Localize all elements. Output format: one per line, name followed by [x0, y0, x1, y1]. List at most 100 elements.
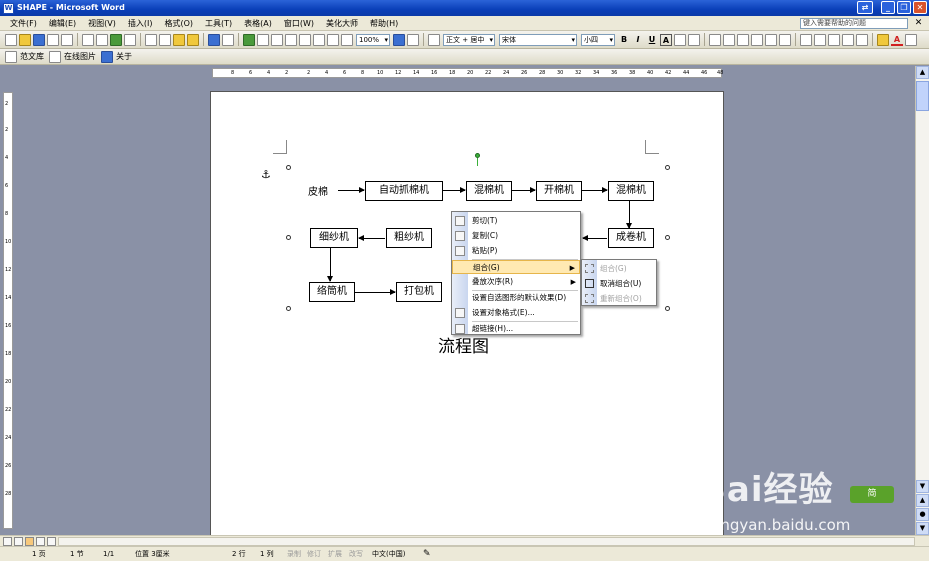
- menu-insert[interactable]: 插入(I): [127, 18, 153, 28]
- menu-item-paste[interactable]: 粘贴(P): [452, 244, 580, 258]
- menu-table[interactable]: 表格(A): [244, 18, 272, 28]
- flow-box[interactable]: 开棉机: [536, 181, 582, 201]
- zoom-select[interactable]: 100%: [356, 33, 390, 46]
- document-close-button[interactable]: ✕: [914, 18, 923, 28]
- read-mode-icon[interactable]: [407, 33, 419, 46]
- insert-table-icon[interactable]: [271, 33, 283, 46]
- next-page-icon[interactable]: ▼: [916, 522, 929, 535]
- resize-handle[interactable]: [665, 306, 670, 311]
- char-border-button[interactable]: A: [660, 33, 672, 46]
- flow-box[interactable]: 混棉机: [608, 181, 654, 201]
- menu-item-default-shape[interactable]: 设置自选图形的默认效果(D): [452, 291, 580, 305]
- flow-box[interactable]: 混棉机: [466, 181, 512, 201]
- research-icon[interactable]: [124, 33, 136, 46]
- online-image-icon[interactable]: [49, 50, 61, 63]
- outside-border-icon[interactable]: [856, 33, 868, 46]
- font-color-button[interactable]: A: [891, 34, 903, 46]
- menu-item-copy[interactable]: 复制(C): [452, 229, 580, 243]
- bluetooth-icon[interactable]: ⇄: [857, 1, 873, 14]
- align-center-icon[interactable]: [723, 33, 735, 46]
- tables-borders-icon[interactable]: [257, 33, 269, 46]
- select-browse-object-icon[interactable]: ●: [916, 508, 929, 521]
- menu-help[interactable]: 帮助(H): [370, 18, 399, 28]
- menu-window[interactable]: 窗口(W): [283, 18, 315, 28]
- increase-indent-icon[interactable]: [842, 33, 854, 46]
- flow-box[interactable]: 自动抓棉机: [365, 181, 443, 201]
- reading-view-icon[interactable]: [47, 536, 56, 546]
- char-shading-icon[interactable]: [674, 33, 686, 46]
- print-icon[interactable]: [82, 33, 94, 46]
- menu-format[interactable]: 格式(O): [164, 18, 194, 28]
- paste-icon[interactable]: [173, 33, 185, 46]
- menu-edit[interactable]: 编辑(E): [48, 18, 77, 28]
- flow-box[interactable]: 络筒机: [309, 282, 355, 302]
- line-spacing-icon[interactable]: [779, 33, 791, 46]
- resize-handle[interactable]: [665, 165, 670, 170]
- document-map-icon[interactable]: [327, 33, 339, 46]
- template-library-button[interactable]: 范文库: [20, 51, 44, 61]
- style-select[interactable]: 正文 + 居中: [443, 33, 495, 46]
- menu-item-group[interactable]: 组合(G)▶: [452, 260, 580, 274]
- maximize-button[interactable]: ❐: [897, 1, 911, 14]
- styles-formatting-icon[interactable]: [428, 33, 440, 46]
- redo-icon[interactable]: [222, 33, 234, 46]
- resize-handle[interactable]: [286, 306, 291, 311]
- decrease-indent-icon[interactable]: [828, 33, 840, 46]
- save-icon[interactable]: [33, 33, 45, 46]
- align-right-icon[interactable]: [737, 33, 749, 46]
- char-scale-icon[interactable]: [688, 33, 700, 46]
- bold-button[interactable]: B: [620, 34, 628, 44]
- previous-page-icon[interactable]: ▲: [916, 494, 929, 507]
- horizontal-scrollbar[interactable]: [58, 536, 915, 546]
- email-icon[interactable]: [61, 33, 73, 46]
- align-left-icon[interactable]: [709, 33, 721, 46]
- resize-handle[interactable]: [665, 235, 670, 240]
- normal-view-icon[interactable]: [3, 536, 12, 546]
- menu-view[interactable]: 视图(V): [88, 18, 116, 28]
- help-icon[interactable]: [393, 33, 405, 46]
- drawing-icon[interactable]: [313, 33, 325, 46]
- bullets-icon[interactable]: [814, 33, 826, 46]
- horizontal-ruler[interactable]: 8 6 4 2 2 4 6 8 10 12 14 16 18 20 22 24 …: [212, 68, 723, 78]
- submenu-item-regroup[interactable]: 重新组合(O): [582, 291, 656, 306]
- justify-icon[interactable]: [751, 33, 763, 46]
- outline-view-icon[interactable]: [36, 536, 45, 546]
- copy-icon[interactable]: [159, 33, 171, 46]
- close-button[interactable]: ✕: [913, 1, 927, 14]
- anchor-icon[interactable]: ⚓: [261, 168, 271, 181]
- status-overtype[interactable]: 改写: [349, 550, 363, 558]
- format-painter-icon[interactable]: [187, 33, 199, 46]
- toolbar-options-icon[interactable]: [905, 33, 917, 46]
- numbering-icon[interactable]: [800, 33, 812, 46]
- scroll-down-icon[interactable]: ▼: [916, 480, 929, 493]
- word-app-icon[interactable]: W: [3, 2, 14, 14]
- vertical-ruler[interactable]: 2 2 4 6 8 10 12 14 16 18 20 22 24 26 28: [3, 92, 13, 529]
- about-button[interactable]: 关于: [116, 51, 132, 61]
- highlight-icon[interactable]: [877, 33, 889, 46]
- spelling-icon[interactable]: [110, 33, 122, 46]
- hyperlink-icon[interactable]: [243, 33, 255, 46]
- menu-item-cut[interactable]: 剪切(T): [452, 214, 580, 228]
- flow-box[interactable]: 粗纱机: [386, 228, 432, 248]
- vertical-scrollbar[interactable]: ▲ ▼ ▲ ● ▼: [915, 66, 929, 536]
- print-layout-icon[interactable]: [25, 536, 34, 546]
- status-extend[interactable]: 扩展: [328, 550, 342, 558]
- submenu-item-group[interactable]: 组合(G): [582, 261, 656, 276]
- help-search-input[interactable]: 键入需要帮助的问题: [800, 18, 908, 29]
- font-select[interactable]: 宋体: [499, 33, 577, 46]
- new-document-icon[interactable]: [5, 33, 17, 46]
- scroll-up-icon[interactable]: ▲: [916, 66, 929, 79]
- flow-box[interactable]: 打包机: [396, 282, 442, 302]
- about-icon[interactable]: [101, 50, 113, 63]
- open-folder-icon[interactable]: [19, 33, 31, 46]
- flow-box[interactable]: 成卷机: [608, 228, 654, 248]
- distributed-icon[interactable]: [765, 33, 777, 46]
- status-track[interactable]: 修订: [307, 550, 321, 558]
- menu-item-format-object[interactable]: 设置对象格式(E)...: [452, 306, 580, 320]
- online-image-button[interactable]: 在线图片: [64, 51, 96, 61]
- insert-excel-icon[interactable]: [285, 33, 297, 46]
- font-size-select[interactable]: 小四: [581, 33, 615, 46]
- scroll-thumb[interactable]: [916, 81, 929, 111]
- menu-item-hyperlink[interactable]: 超链接(H)...: [452, 322, 580, 336]
- template-library-icon[interactable]: [5, 50, 17, 63]
